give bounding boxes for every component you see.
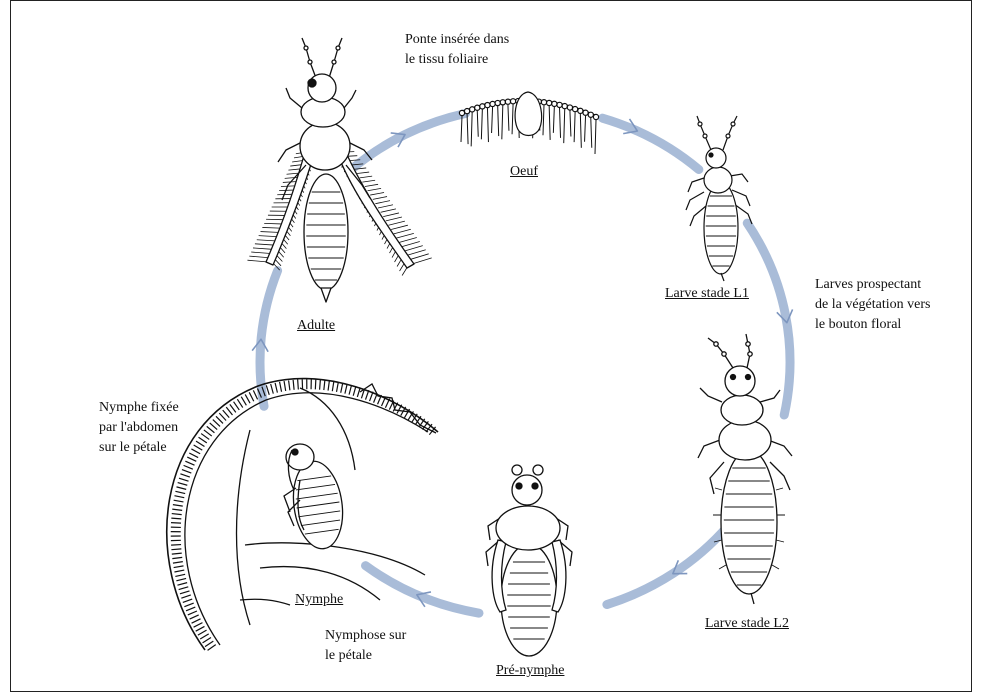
epidermis-cell: [495, 100, 500, 105]
antenna-segment: [731, 122, 735, 126]
eye: [308, 79, 316, 87]
larva-l1-illustration: [686, 116, 752, 281]
epidermis-cell: [557, 102, 562, 107]
mesothorax: [719, 420, 771, 460]
antenna-stub: [512, 465, 522, 475]
note-line: par l'abdomen: [99, 418, 179, 438]
head: [725, 366, 755, 396]
abdomen: [304, 174, 348, 290]
note-line: le pétale: [325, 646, 406, 666]
note-pupation: Nymphose sur le pétale: [325, 626, 406, 666]
antennae: [697, 116, 737, 150]
adult-thrips-illustration: [247, 38, 431, 302]
epidermis-cell: [464, 108, 469, 113]
note-line: le tissu foliaire: [405, 50, 509, 70]
note-oviposition: Ponte insérée dans le tissu foliaire: [405, 30, 509, 70]
epidermis-cell: [593, 114, 598, 119]
antennae: [708, 334, 750, 368]
epidermis-cell: [567, 105, 572, 110]
epidermis-cell: [562, 104, 567, 109]
cycle-arrow-larva-l2-to-prenymph: [607, 526, 728, 605]
epidermis-cell: [500, 100, 505, 105]
antenna-segment: [714, 342, 718, 346]
note-line: sur le pétale: [99, 438, 179, 458]
cycle-arrow-adult-to-egg: [351, 114, 465, 170]
larva-l2-illustration: [698, 334, 792, 604]
epidermis-cell: [541, 100, 546, 105]
eye: [709, 153, 713, 157]
antenna-stub: [533, 465, 543, 475]
stage-label-larva-l2: Larve stade L2: [705, 614, 789, 634]
head: [706, 148, 726, 168]
antenna-segment: [336, 46, 340, 50]
right-wing: [337, 148, 414, 268]
cycle-arrow-nymph-to-adult: [260, 271, 278, 407]
epidermis-cell: [480, 104, 485, 109]
epidermis-cell: [510, 99, 515, 104]
note-line: le bouton floral: [815, 315, 930, 335]
thorax: [704, 167, 732, 193]
antenna-right: [329, 38, 342, 78]
head: [512, 475, 542, 505]
abdomen-tip: [751, 593, 754, 604]
stage-label-egg: Oeuf: [510, 162, 538, 182]
note-line: Nymphose sur: [325, 626, 406, 646]
head: [308, 74, 336, 102]
abdomen-tip: [321, 288, 331, 302]
epidermis-cell: [490, 101, 495, 106]
epidermis-cell: [578, 108, 583, 113]
antenna-segment: [748, 352, 752, 356]
antenna-segment: [746, 342, 750, 346]
epidermis-cell: [573, 106, 578, 111]
stage-label-nymph: Nymphe: [295, 590, 343, 610]
epidermis-cell: [547, 100, 552, 105]
note-line: Ponte insérée dans: [405, 30, 509, 50]
prenymph-illustration: [486, 465, 572, 656]
antenna-segment: [308, 60, 312, 64]
stage-label-prenymph: Pré-nymphe: [496, 661, 564, 681]
petal-curl: [237, 430, 251, 625]
note-larvae: Larves prospectant de la végétation vers…: [815, 275, 930, 335]
epidermis-cell: [588, 112, 593, 117]
thorax: [300, 122, 350, 170]
egg: [515, 92, 542, 136]
antenna-segment: [698, 122, 702, 126]
epidermis-cell: [505, 99, 510, 104]
thorax: [496, 506, 560, 550]
epidermis-cell: [475, 105, 480, 110]
antenna-segment: [726, 134, 730, 138]
cycle-arrow-egg-to-larva-l1: [602, 118, 698, 169]
note-nymph-attached: Nymphe fixée par l'abdomen sur le pétale: [99, 398, 179, 458]
note-line: de la végétation vers: [815, 295, 930, 315]
antenna-segment: [722, 352, 726, 356]
stage-label-adult: Adulte: [297, 316, 335, 336]
epidermis-cell: [470, 107, 475, 112]
stage-label-larva-l1: Larve stade L1: [665, 284, 749, 304]
eye: [516, 483, 522, 489]
note-line: Larves prospectant: [815, 275, 930, 295]
eye: [731, 375, 736, 380]
eye: [532, 483, 538, 489]
antenna-segment: [332, 60, 336, 64]
egg-in-leaf-illustration: [459, 92, 598, 154]
eye: [292, 449, 298, 455]
antenna-left: [302, 38, 316, 78]
epidermis-cell: [459, 110, 464, 115]
eye: [746, 375, 751, 380]
prothorax: [721, 395, 763, 425]
antenna-segment: [703, 134, 707, 138]
nymph: [284, 444, 348, 552]
epidermis-cell: [583, 110, 588, 115]
epidermis-cell: [552, 101, 557, 106]
epidermis-cell: [485, 102, 490, 107]
note-line: Nymphe fixée: [99, 398, 179, 418]
antenna-segment: [304, 46, 308, 50]
head: [286, 444, 314, 470]
